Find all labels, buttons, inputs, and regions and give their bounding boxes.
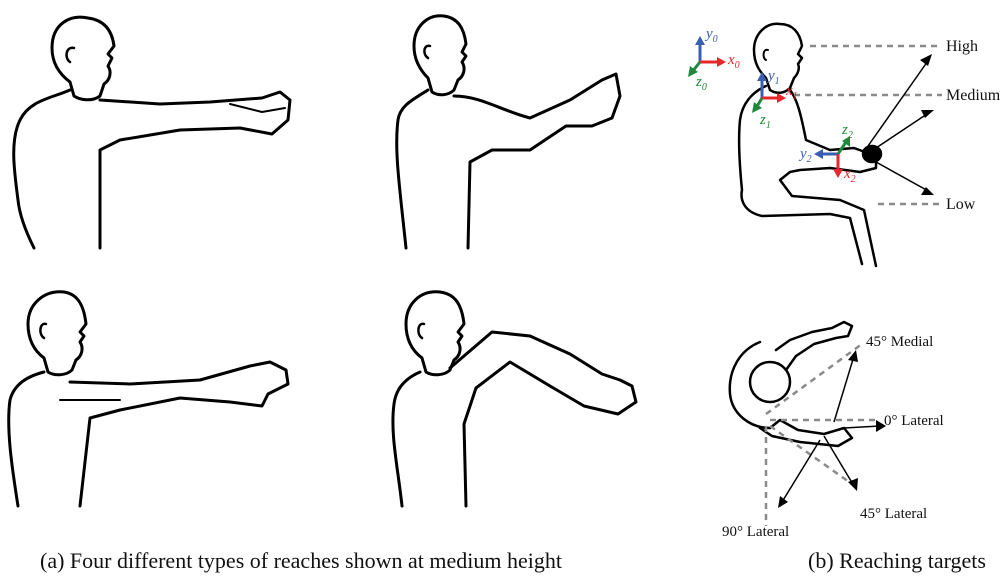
reach-figure-1 (0, 0, 320, 250)
frame-0 (688, 36, 726, 77)
caption-a: (a) Four different types of reaches show… (40, 548, 562, 574)
label-90-lateral: 90° Lateral (722, 524, 789, 540)
label-45-medial: 45° Medial (866, 334, 933, 350)
frame-0-x-label: x0 (727, 52, 740, 71)
reach-figure-2 (380, 0, 640, 250)
frame-0-z-label: z0 (695, 74, 707, 93)
label-high: High (946, 38, 978, 55)
label-0-lateral: 0° Lateral (884, 413, 944, 429)
label-45-lateral: 45° Lateral (860, 506, 927, 522)
frame-2-y-label: y2 (798, 146, 812, 165)
frame-2-x-label: x2 (843, 166, 856, 185)
frame-0-y-label: y0 (704, 26, 718, 45)
frame-1-z-label: z1 (759, 112, 771, 131)
reach-figure-4 (380, 288, 650, 508)
caption-b: (b) Reaching targets (808, 548, 986, 574)
frame-1-x-label: x1 (785, 83, 798, 102)
top-figure (730, 322, 852, 446)
reach-figure-3 (0, 288, 320, 508)
reach-arrows (868, 58, 930, 192)
height-lines (794, 46, 942, 204)
label-low: Low (946, 196, 976, 213)
side-view-diagram: High Medium Low y0 x0 z0 y1 x1 z1 z2 y2 … (680, 20, 1000, 270)
label-medium: Medium (946, 87, 1000, 104)
seated-figure (739, 24, 881, 266)
top-view-diagram: 45° Medial 0° Lateral 45° Lateral 90° La… (720, 310, 1000, 542)
frame-2-z-label: z2 (841, 122, 853, 141)
